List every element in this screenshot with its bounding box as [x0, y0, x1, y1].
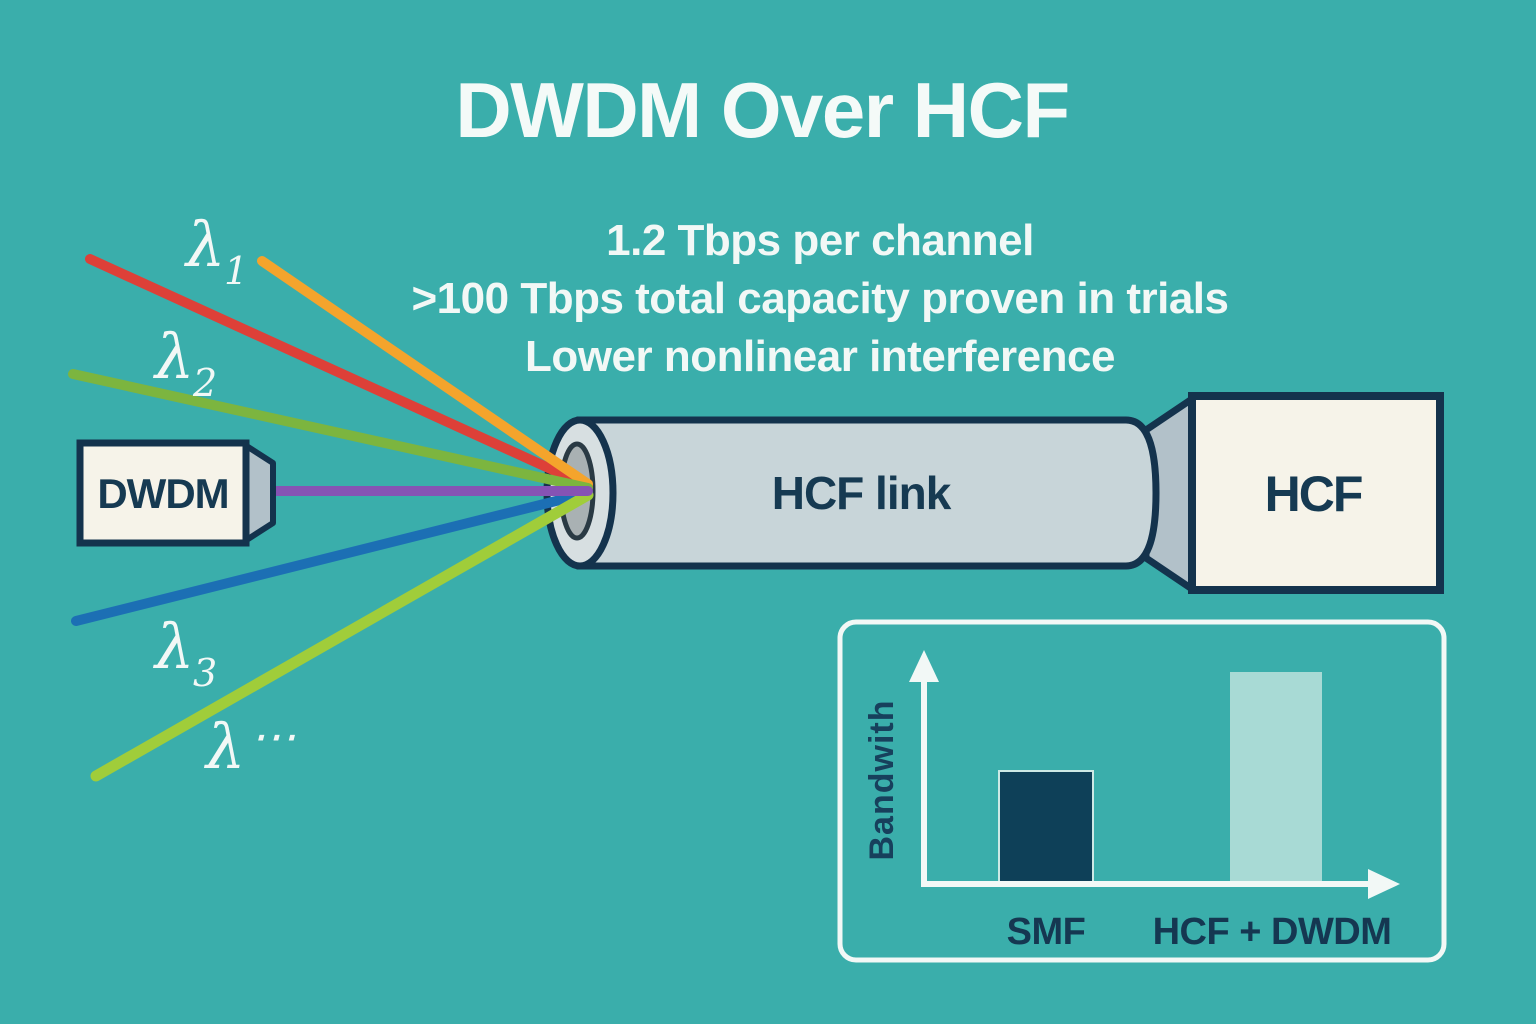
y-axis-label: Bandwith [863, 700, 901, 861]
category-label-smf: SMF [1007, 911, 1086, 953]
subtitle-line-1: 1.2 Tbps per channel [606, 216, 1034, 265]
lambda-2-symbol: λ [152, 320, 194, 393]
lambda-1-symbol: λ [183, 208, 225, 281]
wavelength-line-lime [90, 489, 594, 782]
subtitle-line-2: >100 Tbps total capacity proven in trial… [411, 274, 1228, 323]
bandwidth-chart: Bandwith SMF HCF + DWDM [837, 619, 1447, 963]
header: DWDM Over HCF 1.2 Tbps per channel >100 … [411, 66, 1229, 381]
lambda-3-symbol: λ [152, 610, 194, 683]
lambda-3-sub: 3 [193, 651, 217, 695]
lambda-1-label: λ 1 [183, 208, 248, 293]
chart-panel [837, 619, 1447, 963]
lambda-1-sub: 1 [224, 249, 248, 293]
wavelength-line-blue [71, 488, 593, 626]
lambda-more-symbol: λ [203, 710, 245, 783]
dwdm-box: DWDM [76, 439, 276, 547]
hcf-link-cylinder [576, 416, 1160, 570]
y-axis-arrow-icon [909, 650, 939, 682]
subtitle-line-3: Lower nonlinear interference [525, 332, 1115, 381]
hcf-link-label: HCF link [772, 467, 952, 519]
lambda-3-label: λ 3 [152, 610, 217, 695]
lambda-more-dots: ⋯ [250, 709, 296, 763]
x-axis-arrow-icon [1368, 869, 1400, 899]
category-label-hcf-dwdm: HCF + DWDM [1153, 911, 1392, 953]
lambda-2-sub: 2 [192, 361, 217, 405]
hcf-rect [1188, 392, 1444, 594]
lambda-more-label: λ ⋯ [203, 709, 296, 783]
wavelength-line-green [68, 369, 593, 493]
wavelength-line-orange [257, 256, 593, 489]
lambda-2-label: λ 2 [152, 320, 217, 405]
hcf-box: HCF [1188, 392, 1444, 594]
bar-smf [998, 770, 1094, 883]
page-title: DWDM Over HCF [455, 66, 1068, 154]
hcf-label: HCF [1265, 466, 1362, 522]
wavelength-labels: λ 1 λ 2 λ 3 λ ⋯ [152, 208, 296, 783]
dwdm-rect [76, 439, 250, 547]
wavelength-lines [68, 254, 594, 782]
bar-hcf-dwdm [1230, 672, 1322, 882]
wavelength-line-red [85, 254, 593, 491]
dwdm-label: DWDM [97, 470, 228, 517]
